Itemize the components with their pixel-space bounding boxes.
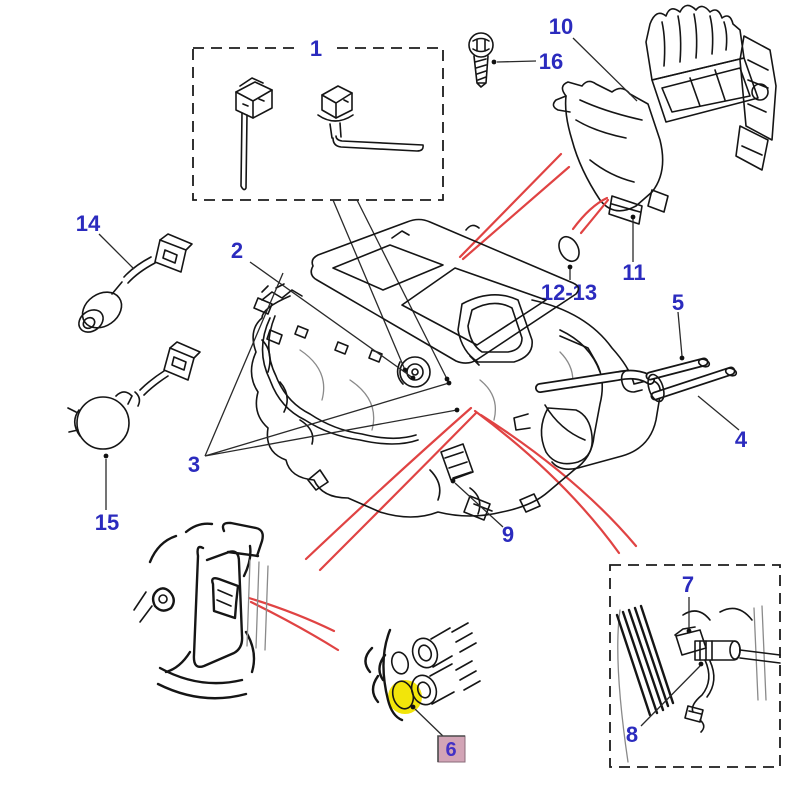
floor-location-sketch (133, 521, 269, 700)
pipe-clamp (647, 373, 665, 403)
dashed-frame-7-8 (609, 564, 781, 768)
leader-2 (249, 261, 414, 379)
callout-2[interactable]: 2 (231, 238, 243, 263)
callout-7[interactable]: 7 (682, 572, 694, 597)
screw: 16 (468, 32, 563, 88)
red-routing-lines (247, 152, 638, 652)
callout-12-13[interactable]: 12-13 (541, 280, 597, 305)
leader-16 (496, 60, 537, 63)
label-gap (300, 38, 332, 58)
leader-10 (572, 37, 638, 102)
callout-9[interactable]: 9 (502, 522, 514, 547)
o-ring-upper (390, 651, 410, 675)
callout-14[interactable]: 14 (76, 211, 101, 236)
callout-2-group: 2 (231, 238, 416, 381)
callout-16[interactable]: 16 (539, 49, 563, 74)
callout-4[interactable]: 4 (735, 427, 748, 452)
sensor-kit-detail-box: 1 (192, 36, 450, 382)
leader-9 (454, 482, 504, 528)
leader-14 (98, 233, 135, 270)
routing-from-pipes (247, 596, 340, 652)
callout-10[interactable]: 10 (549, 14, 573, 39)
temperature-sensor-straight (235, 77, 273, 191)
blower-evaporator-unit: 10 11 (549, 4, 777, 285)
leader-3-fan (204, 272, 458, 457)
routing-to-detail-box (473, 409, 638, 555)
o-ring-12-13: 12-13 (541, 235, 597, 305)
sensor-harness-14: 14 (76, 211, 193, 333)
callout-1[interactable]: 1 (310, 36, 322, 61)
heater-assembly (250, 218, 662, 521)
leader-4 (697, 395, 740, 431)
leader-8 (640, 665, 701, 727)
callout-15[interactable]: 15 (95, 510, 119, 535)
callout-6-badge[interactable]: 6 (437, 735, 466, 763)
routing-to-floor-sketch (304, 406, 478, 572)
routing-arrow-to-stub (571, 196, 610, 235)
sensor-harness-15: 15 (67, 341, 201, 535)
leader-1-right (356, 199, 448, 380)
temperature-sensor-bent (317, 85, 424, 152)
dashed-frame (192, 47, 444, 201)
sensor-location-detail-box: 7 8 (609, 564, 781, 768)
callout-5[interactable]: 5 (672, 290, 684, 315)
heater-pipes: 5 4 (535, 290, 748, 452)
callout-9-group: 9 (450, 478, 514, 547)
routing-to-unit-top (458, 152, 571, 261)
callout-3-group: 3 (188, 272, 460, 477)
callout-6[interactable]: 6 (445, 739, 456, 761)
callout-8[interactable]: 8 (626, 722, 638, 747)
o-ring-6-detail: 6 (364, 622, 481, 763)
callout-11[interactable]: 11 (622, 260, 645, 285)
leader-1-left (332, 199, 406, 371)
callout-3[interactable]: 3 (188, 452, 200, 477)
leader-6 (414, 708, 447, 740)
leader-5 (677, 311, 683, 357)
